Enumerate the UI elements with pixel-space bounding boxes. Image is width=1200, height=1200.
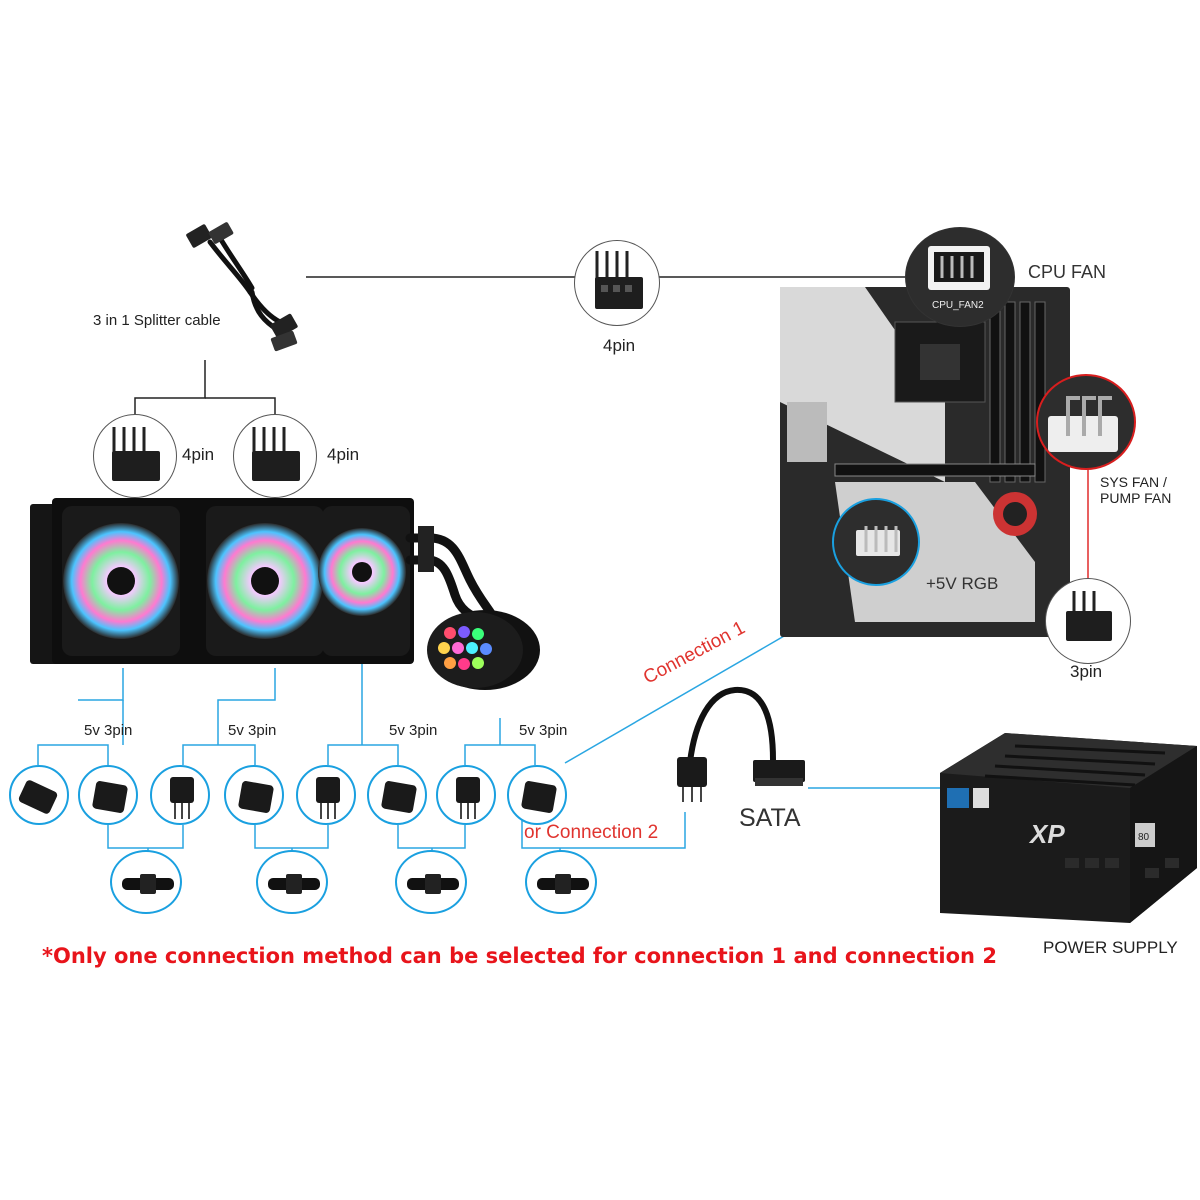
rgb-5v-label: +5V RGB bbox=[926, 574, 999, 593]
pin4-left-label: 4pin bbox=[182, 445, 215, 464]
psu-brand: XP bbox=[1028, 819, 1065, 849]
sys-fan-label: SYS FAN / PUMP FAN bbox=[1100, 474, 1171, 506]
rgb-header-icon bbox=[832, 498, 920, 586]
power-supply-label: POWER SUPPLY bbox=[1043, 938, 1178, 957]
fan-connector-icon bbox=[574, 240, 660, 326]
rgb-connector-icon bbox=[9, 765, 69, 825]
pin3-group-label: 5v 3pin bbox=[84, 722, 133, 739]
cpu-fan-label: CPU FAN bbox=[1028, 262, 1107, 282]
psu-badge: 80 bbox=[1138, 832, 1150, 843]
rgb-connector-icon bbox=[78, 765, 138, 825]
connection-note: *Only one connection method can be selec… bbox=[42, 944, 997, 968]
rgb-coupler-icon bbox=[110, 850, 182, 914]
radiator-icon bbox=[30, 498, 414, 664]
pin3-group-label: 5v 3pin bbox=[228, 722, 277, 739]
pin3-label: 3pin bbox=[1070, 662, 1103, 681]
rgb-connector-icon bbox=[436, 765, 496, 825]
splitter-cable-label: 3 in 1 Splitter cable bbox=[93, 312, 221, 329]
rgb-connector-icon bbox=[507, 765, 567, 825]
pin3-group-label: 5v 3pin bbox=[519, 722, 568, 739]
rgb-connector-icon bbox=[150, 765, 210, 825]
pin3-group-label: 5v 3pin bbox=[389, 722, 438, 739]
sata-cable-icon bbox=[677, 686, 805, 802]
sys-fan-label-line2: PUMP FAN bbox=[1100, 490, 1172, 506]
rgb-coupler-icon bbox=[256, 850, 328, 914]
fan-header-icon: CPU_FAN2 bbox=[905, 227, 1015, 327]
fan-connector-icon bbox=[233, 414, 317, 498]
cpu-fan2-silk: CPU_FAN2 bbox=[932, 300, 984, 311]
sata-label: SATA bbox=[739, 804, 801, 832]
splitter-cable-icon bbox=[186, 222, 298, 352]
rgb-connector-icon bbox=[224, 765, 284, 825]
rgb-coupler-icon bbox=[525, 850, 597, 914]
fan-connector-icon bbox=[1045, 578, 1131, 664]
pin4-right-label: 4pin bbox=[327, 445, 360, 464]
sys-fan-header-icon bbox=[1036, 374, 1136, 470]
pump-icon bbox=[405, 526, 540, 690]
rgb-coupler-icon bbox=[395, 850, 467, 914]
sys-fan-label-line1: SYS FAN / bbox=[1100, 474, 1167, 490]
connection2-label: or Connection 2 bbox=[524, 822, 659, 843]
pin4-main-label: 4pin bbox=[603, 336, 636, 355]
power-supply-icon: XP 80 bbox=[940, 733, 1197, 923]
rgb-connector-icon bbox=[296, 765, 356, 825]
fan-connector-icon bbox=[93, 414, 177, 498]
rgb-connector-icon bbox=[367, 765, 427, 825]
